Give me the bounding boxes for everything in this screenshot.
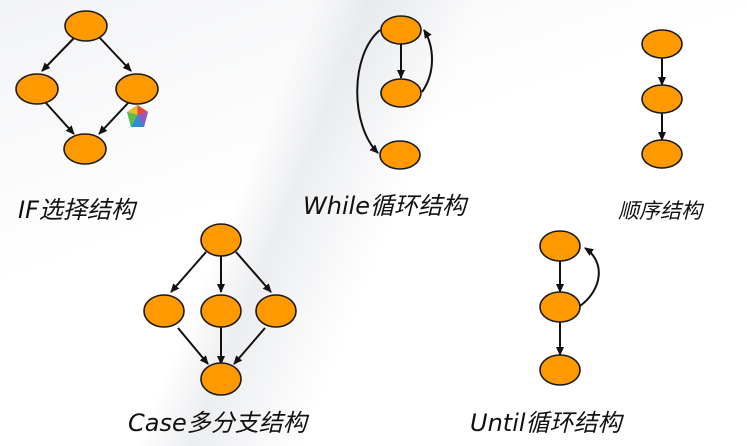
if-node-left [15,73,59,105]
if-edge-top-left [41,36,76,72]
sequence-structure [641,29,683,169]
if-caption: IF选择结构 [18,196,135,224]
case-node-left [143,294,185,328]
if-edge-left-bottom [45,102,75,135]
while-edge-loop-back [421,29,433,93]
seq-node-3 [641,139,683,169]
if-node-right [115,73,159,105]
case-node-top [200,223,242,257]
until-node-bottom [539,354,581,386]
seq-node-1 [641,29,683,59]
until-node-middle [539,291,581,323]
gem-icon [127,105,148,127]
while-caption: While循环结构 [303,192,467,220]
if-node-top [64,10,108,42]
case-node-middle [200,294,242,328]
case-edge-top-right [235,251,272,293]
until-edge-loop-back [579,247,600,307]
while-node-top [380,15,422,45]
case-node-right [255,294,297,328]
while-node-middle [380,78,422,108]
seq-node-2 [641,84,683,114]
until-node-top [539,230,581,262]
case-edge-top-left [170,251,207,293]
sequence-caption: 顺序结构 [618,199,702,223]
case-edge-left-bottom [177,327,209,365]
if-edge-right-bottom [98,102,129,135]
case-edge-right-bottom [233,327,266,365]
while-structure [356,15,433,170]
until-structure [539,230,600,386]
if-node-bottom [63,133,107,165]
while-edge-exit [356,29,381,154]
case-node-bottom [200,362,242,396]
if-structure [15,10,159,165]
if-edge-top-right [98,36,132,72]
case-structure [143,223,297,396]
while-node-bottom [379,140,421,170]
case-caption: Case多分支结构 [128,409,307,437]
until-caption: Until循环结构 [470,409,622,437]
